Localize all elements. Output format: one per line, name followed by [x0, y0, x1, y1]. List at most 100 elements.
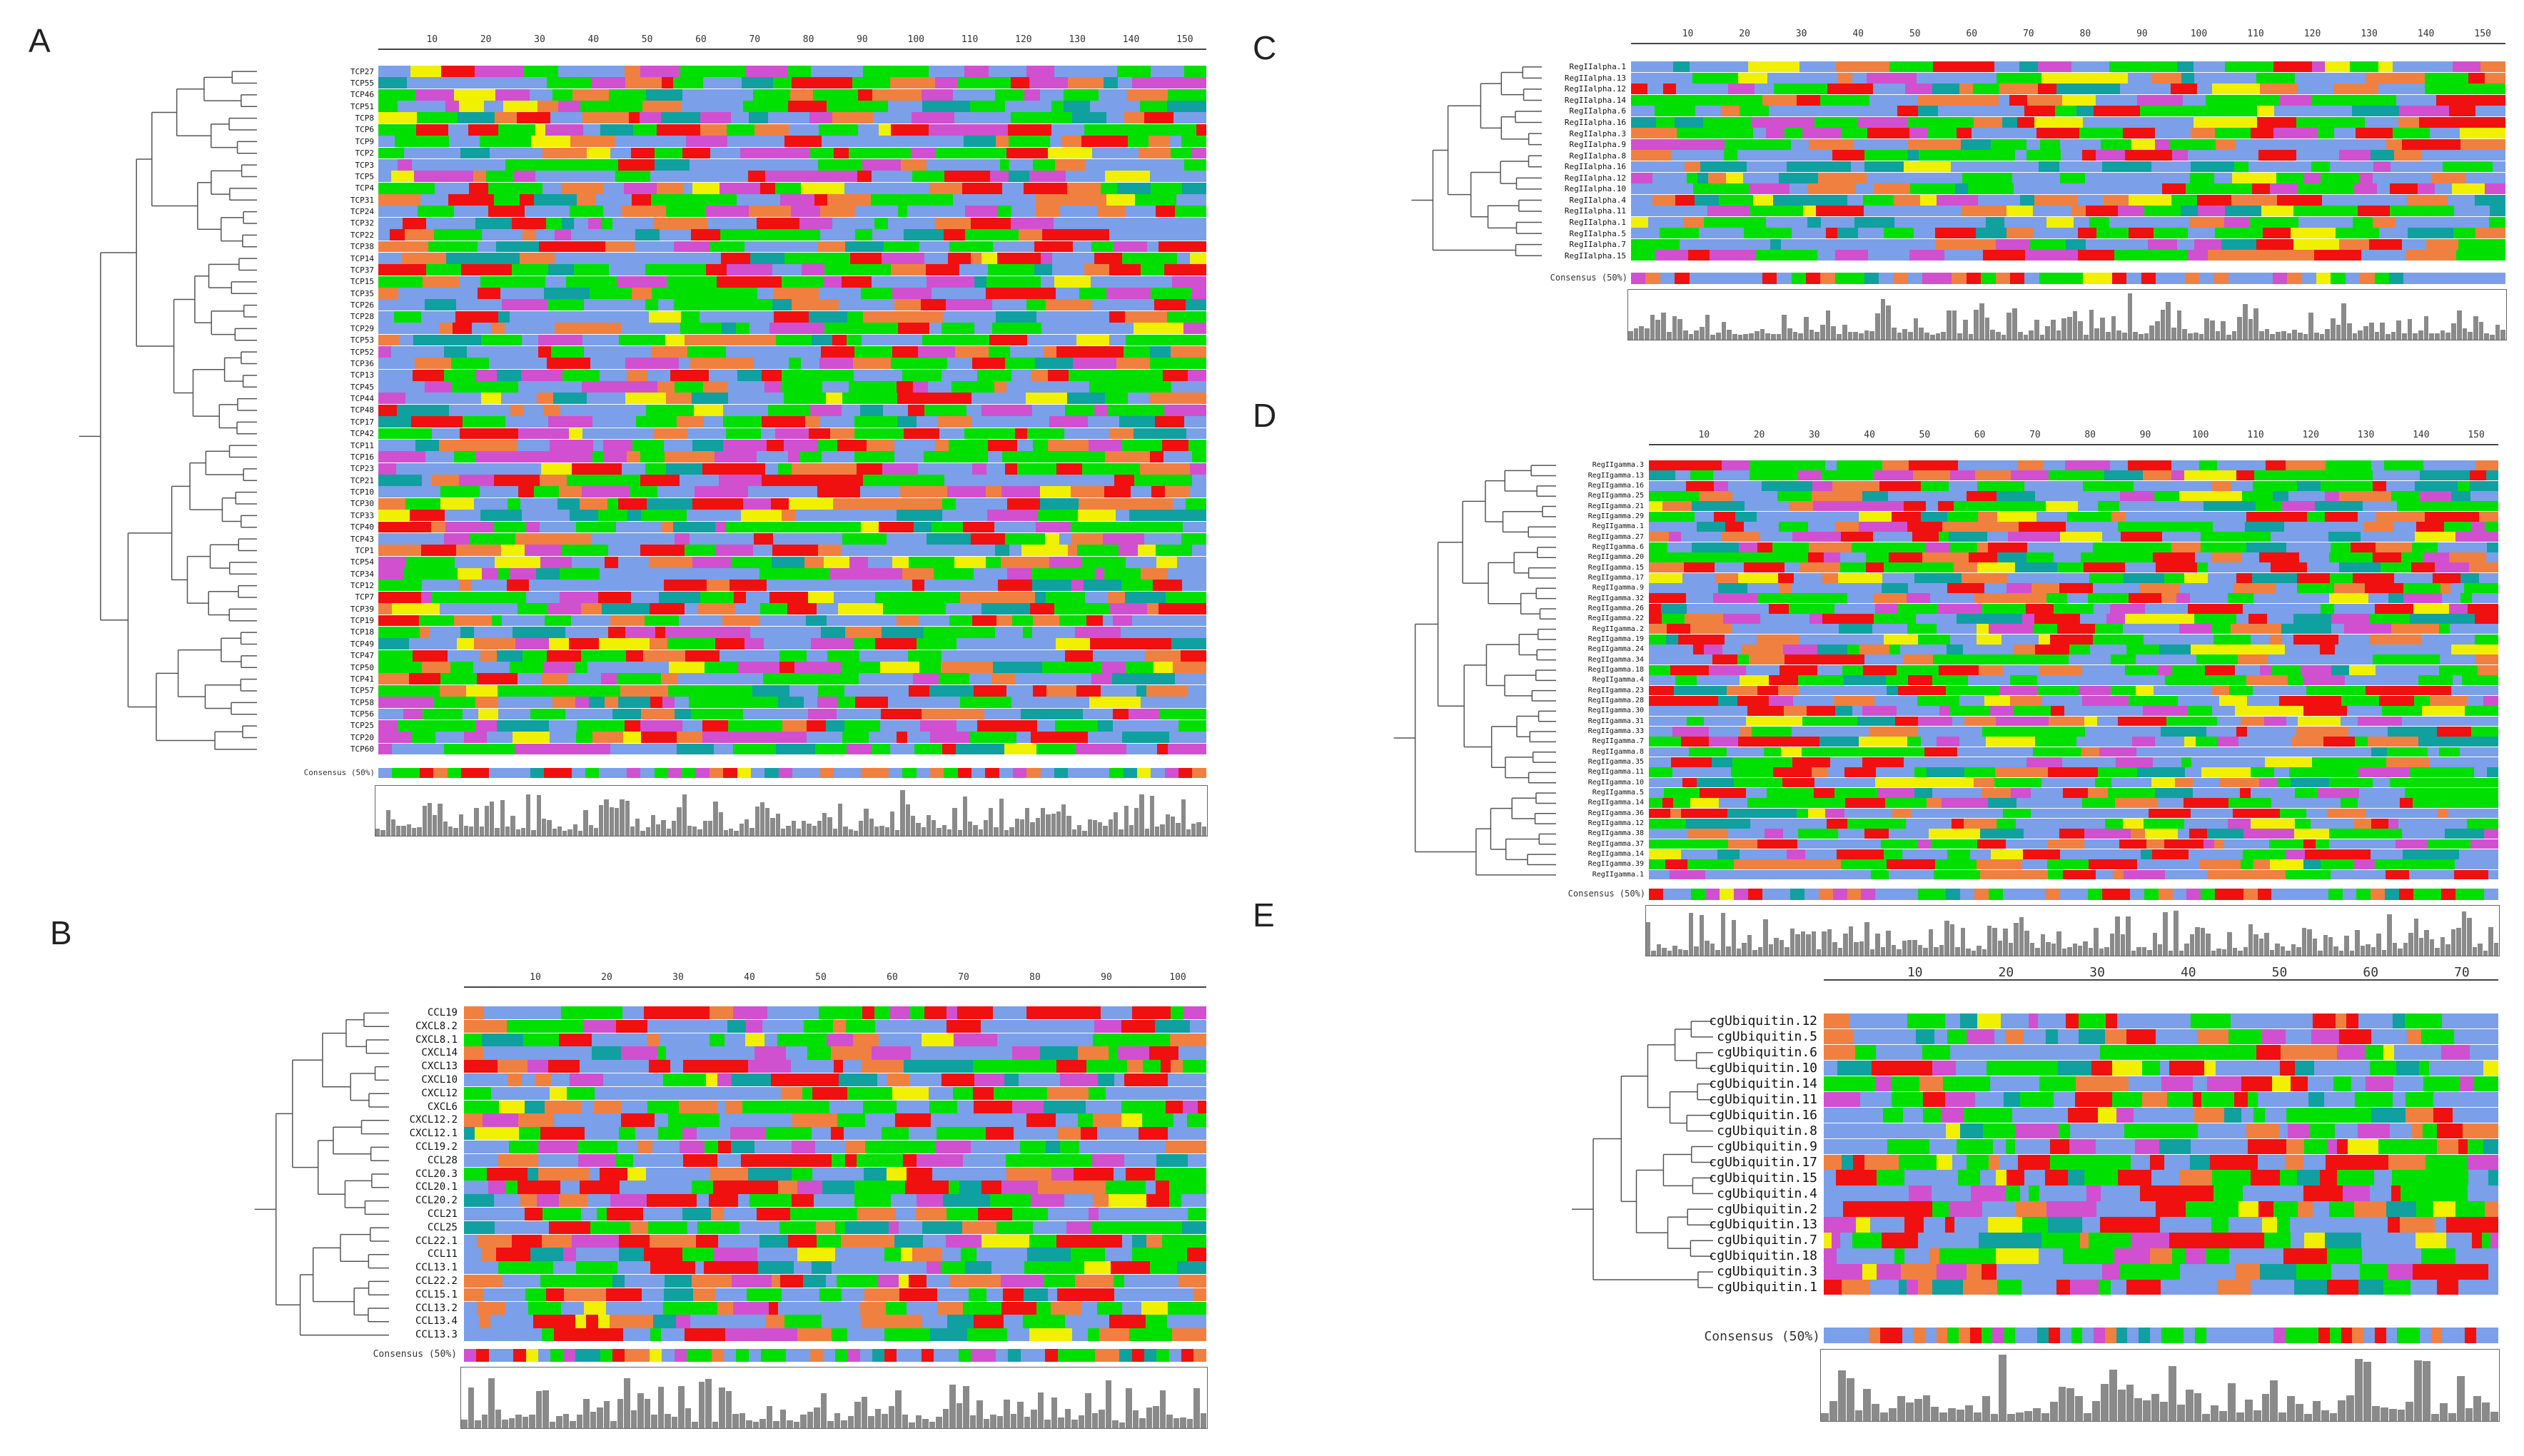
residue-block	[737, 1194, 749, 1208]
residue-block	[779, 649, 807, 662]
residue-block	[2020, 194, 2035, 206]
residue-block	[629, 532, 675, 545]
conservation-bar	[597, 1407, 603, 1428]
residue-block	[1008, 171, 1029, 183]
residue-block	[1051, 264, 1085, 276]
residue-block	[1706, 614, 1723, 624]
residue-block	[1814, 634, 1852, 644]
residue-block	[2277, 194, 2322, 206]
residue-block	[1004, 743, 1037, 755]
alignment-d	[1649, 460, 2498, 880]
consensus-residue	[2316, 273, 2331, 284]
residue-block	[2071, 61, 2110, 73]
residue-block	[2126, 511, 2154, 522]
residue-block	[1163, 451, 1192, 463]
residue-block	[423, 708, 463, 720]
residue-block	[899, 1220, 922, 1235]
residue-block	[1189, 252, 1206, 264]
residue-block	[732, 743, 777, 755]
residue-block	[687, 428, 726, 440]
sequence-label: CCL13.2	[415, 1302, 458, 1314]
residue-block	[2270, 562, 2307, 573]
residue-block	[924, 626, 956, 638]
residue-block	[1022, 510, 1038, 522]
residue-block	[632, 194, 651, 206]
residue-block	[378, 486, 398, 498]
residue-block	[1647, 84, 1664, 95]
residue-block	[976, 1248, 1004, 1261]
residue-block	[450, 662, 473, 673]
residue-block	[1188, 1153, 1206, 1168]
residue-block	[2031, 572, 2044, 583]
residue-block	[880, 662, 919, 673]
residue-block	[2348, 250, 2361, 261]
residue-block	[421, 475, 433, 486]
residue-block	[2359, 172, 2373, 183]
residue-block	[1984, 695, 2011, 706]
alignment-row	[464, 1006, 1206, 1020]
residue-block	[542, 1208, 581, 1221]
residue-block	[625, 719, 641, 732]
alignment-row	[1649, 614, 2498, 624]
residue-block	[1074, 416, 1089, 428]
residue-block	[427, 158, 464, 171]
residue-block	[647, 1019, 687, 1033]
residue-block	[2320, 603, 2334, 614]
residue-block	[1740, 106, 1770, 117]
residue-block	[1064, 101, 1091, 112]
residue-block	[2434, 562, 2469, 573]
residue-block	[854, 1194, 891, 1208]
residue-block	[406, 77, 436, 89]
residue-block	[1018, 229, 1043, 241]
residue-block	[550, 1073, 570, 1087]
residue-block	[746, 66, 788, 77]
residue-block	[1872, 593, 1907, 604]
residue-block	[2352, 572, 2395, 583]
consensus-residue	[2403, 273, 2418, 284]
residue-block	[1821, 522, 1835, 532]
residue-block	[512, 217, 547, 229]
residue-block	[687, 345, 726, 358]
residue-block	[725, 1328, 764, 1342]
conservation-bar	[2462, 328, 2468, 340]
conservation-bar	[2352, 333, 2358, 340]
conservation-bar	[2347, 323, 2352, 340]
residue-block	[616, 521, 662, 533]
alignment-row	[378, 603, 1206, 615]
residue-block	[2057, 562, 2084, 573]
residue-block	[1743, 228, 1792, 239]
residue-block	[2218, 695, 2248, 706]
alignment-row	[1649, 737, 2498, 747]
residue-block	[2455, 150, 2505, 161]
residue-block	[1999, 84, 2038, 95]
residue-block	[662, 77, 674, 89]
residue-block	[1091, 241, 1114, 253]
residue-block	[995, 545, 1009, 557]
residue-block	[1101, 684, 1136, 697]
conservation-bar	[1892, 327, 1897, 340]
residue-block	[2119, 501, 2140, 512]
residue-block	[416, 147, 461, 159]
residue-block	[857, 1113, 866, 1127]
residue-block	[1003, 1288, 1024, 1302]
residue-block	[757, 288, 774, 299]
phylogenetic-tree-d	[1393, 465, 1556, 876]
conservation-bar	[495, 828, 500, 836]
residue-block	[2451, 737, 2498, 747]
residue-block	[974, 1315, 984, 1328]
residue-block	[1039, 497, 1079, 510]
residue-block	[616, 275, 629, 288]
residue-block	[2109, 61, 2139, 73]
residue-block	[2035, 644, 2069, 654]
residue-block	[518, 1181, 561, 1194]
consensus-residue	[897, 1349, 909, 1362]
sequence-label: CXCL12.2	[409, 1114, 458, 1126]
residue-block	[2293, 206, 2339, 217]
residue-block	[1043, 1275, 1076, 1288]
residue-block	[730, 1141, 755, 1154]
alignment-row	[378, 510, 1206, 522]
conservation-bar	[2089, 310, 2094, 340]
residue-block	[1762, 94, 1797, 106]
residue-block	[2221, 238, 2257, 250]
residue-block	[804, 580, 826, 592]
